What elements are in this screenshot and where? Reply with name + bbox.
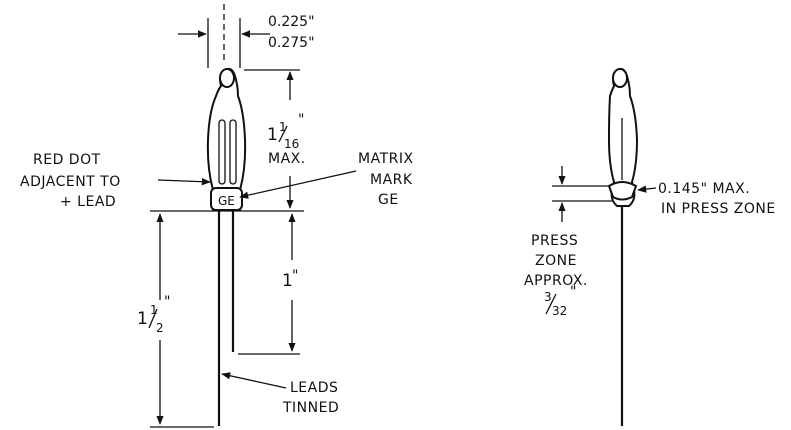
bulb-length-note: MAX. <box>268 151 306 167</box>
red-dot-label-1: RED DOT <box>33 152 101 168</box>
right-bulb-tip <box>612 68 628 88</box>
press-zone-label-3: APPROX. <box>524 273 588 289</box>
short-lead-value: 1 <box>282 271 293 291</box>
long-lead-frac-bar <box>148 308 158 329</box>
press-zone-num: 3 <box>544 290 552 304</box>
width-dim-min: 0.275" <box>268 35 315 51</box>
press-zone-label-1: PRESS <box>531 233 578 249</box>
right-press-zone <box>607 181 638 201</box>
bulb-length-whole: 1 <box>267 125 278 145</box>
matrix-label-3: GE <box>378 192 399 208</box>
left-electrode-left <box>218 119 226 185</box>
red-dot-label-3: + LEAD <box>60 194 116 210</box>
bulb-length-num: 1 <box>279 120 287 134</box>
leads-tinned-label-1: LEADS <box>290 380 338 396</box>
bulb-length-frac-bar <box>278 125 288 143</box>
left-lamp-view: GE 0.225" 0.275" 1 1 16 " MAX. RED DOT A… <box>20 4 414 428</box>
matrix-label-1: MATRIX <box>358 151 414 167</box>
matrix-label-2: MARK <box>370 172 413 188</box>
press-zone-den: 32 <box>552 304 567 318</box>
left-bulb-tip <box>219 68 235 88</box>
width-dim-max: 0.225" <box>268 14 315 30</box>
long-lead-num: 1 <box>150 303 158 317</box>
right-lamp-view: 0.145" MAX. IN PRESS ZONE PRESS ZONE APP… <box>524 67 776 426</box>
press-zone-label-2: ZONE <box>535 253 577 269</box>
press-width-leader <box>637 185 657 193</box>
bulb-length-inch: " <box>298 112 304 128</box>
press-zone-frac-bar <box>545 293 557 315</box>
long-lead-inch: " <box>164 294 170 310</box>
red-dot-label-2: ADJACENT TO <box>20 174 121 190</box>
short-lead-inch: " <box>292 268 298 284</box>
red-dot-leader <box>157 178 211 186</box>
left-electrode-right <box>229 119 237 185</box>
long-lead-den: 2 <box>156 321 164 335</box>
press-zone-inch: " <box>570 284 576 300</box>
matrix-leader <box>239 170 357 199</box>
left-press-base <box>210 187 243 211</box>
left-base-marking: GE <box>218 194 235 208</box>
press-width-label-1: 0.145" MAX. <box>658 181 750 197</box>
long-lead-whole: 1 <box>137 309 148 329</box>
leads-tinned-leader <box>221 372 287 389</box>
leads-tinned-label-2: TINNED <box>282 400 339 416</box>
bulb-length-den: 16 <box>284 137 299 151</box>
press-width-label-2: IN PRESS ZONE <box>661 201 776 217</box>
